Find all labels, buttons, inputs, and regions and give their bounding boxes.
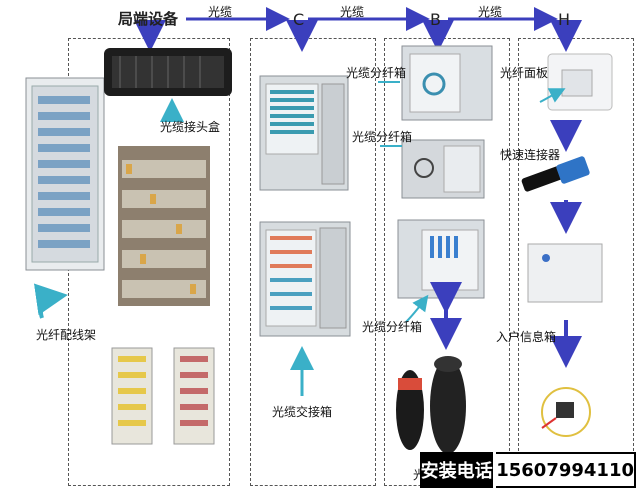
contact-banner: 安装电话 15607994110 <box>420 452 636 488</box>
arrow-fiber-panel <box>539 88 566 103</box>
curved-arrow-odf <box>33 283 68 319</box>
info-box-image <box>527 243 603 303</box>
splitter-box-label-3: 光缆分纤箱 <box>362 320 423 334</box>
odf-rack-label: 光纤配线架 <box>36 328 97 342</box>
arrow-splitter-3 <box>405 294 429 323</box>
cable-label-3: 光缆 <box>478 5 503 19</box>
splice-closure-image <box>104 48 232 96</box>
splitter-box-1-image <box>401 45 493 121</box>
odf-racks-bottom <box>111 347 215 445</box>
fiber-panel-label: 光纤面板 <box>500 66 549 80</box>
node-b-label: B <box>430 10 441 29</box>
cross-cabinet-bottom-image <box>259 221 351 337</box>
wall-socket-image <box>541 387 591 437</box>
cross-cabinet-label: 光缆交接箱 <box>272 405 333 419</box>
cable-label-2: 光缆 <box>340 5 365 19</box>
splitter-box-2-image <box>401 139 485 199</box>
quick-connector-image <box>521 156 590 192</box>
cable-label-1: 光缆 <box>208 5 233 19</box>
node-c-label: C <box>293 10 305 29</box>
fiber-panel-image <box>547 53 613 111</box>
cross-cabinet-top-image <box>259 75 349 191</box>
splitter-box-label-1: 光缆分纤箱 <box>346 66 407 80</box>
splitter-box-3-image <box>397 219 485 299</box>
closures-bottom-image <box>396 356 466 454</box>
office-equipment-label: 局端设备 <box>118 10 179 28</box>
quick-connector-label: 快速连接器 <box>500 148 561 162</box>
splice-closure-label: 光缆接头盒 <box>160 120 221 134</box>
banner-title: 安装电话 <box>420 452 497 488</box>
banner-phone: 15607994110 <box>496 454 634 486</box>
info-box-label: 入户信息箱 <box>496 330 557 344</box>
rack-room-photo <box>118 146 210 306</box>
node-h-label: H <box>558 10 571 29</box>
odf-rack-image <box>25 77 105 271</box>
splitter-box-label-2: 光缆分纤箱 <box>352 130 413 144</box>
